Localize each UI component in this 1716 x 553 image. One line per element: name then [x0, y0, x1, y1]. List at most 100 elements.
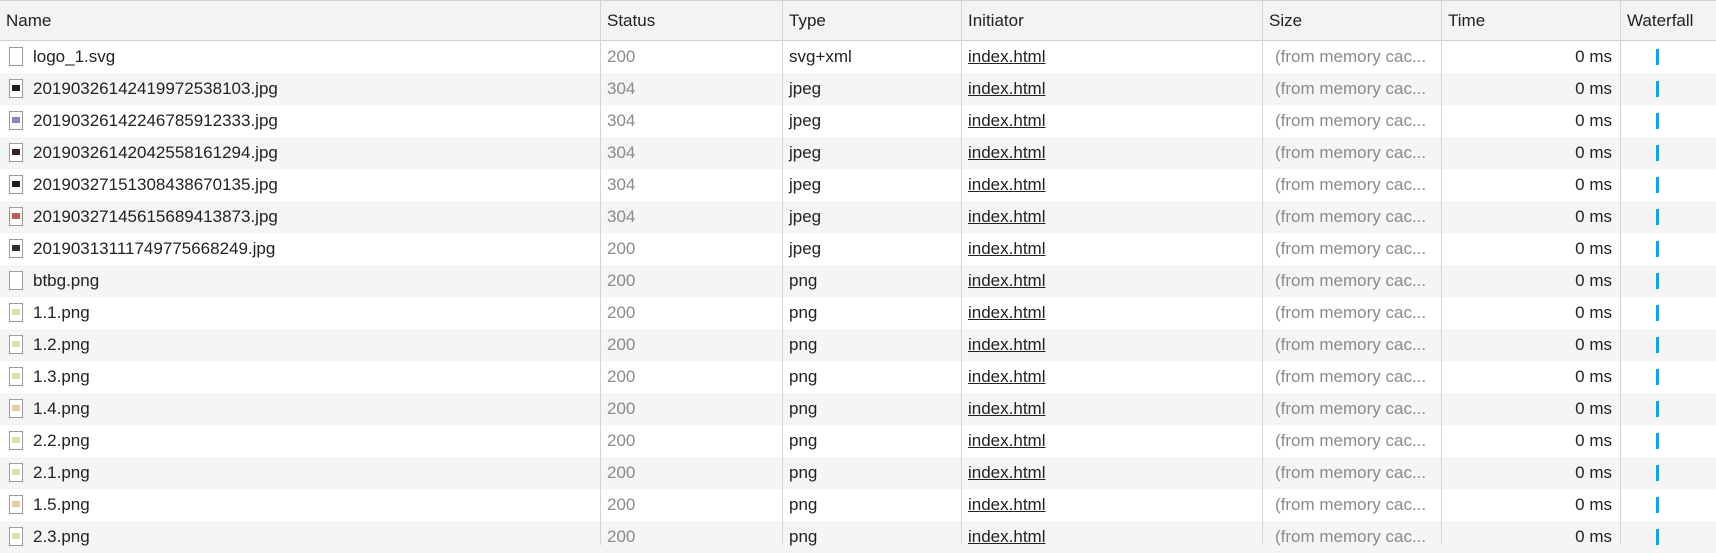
initiator-link[interactable]: index.html [968, 271, 1046, 290]
column-header-name[interactable]: Name [6, 11, 52, 30]
cell-name[interactable]: 1.2.png [0, 329, 600, 361]
cell-size: (from memory cac... [1275, 239, 1427, 258]
image-thumbnail-icon [9, 238, 23, 258]
cell-name[interactable]: 20190326142419972538103.jpg [0, 73, 600, 105]
cell-type: png [789, 431, 818, 450]
cell-initiator: index.html [962, 137, 1262, 169]
column-header-size[interactable]: Size [1269, 11, 1303, 30]
cell-name[interactable]: 20190327145615689413873.jpg [0, 201, 600, 233]
cell-name[interactable]: logo_1.svg [0, 41, 600, 73]
cell-name[interactable]: 2.1.png [0, 457, 600, 489]
column-divider[interactable] [782, 0, 783, 545]
cell-waterfall [1621, 73, 1716, 105]
column-divider[interactable] [961, 0, 962, 545]
cell-waterfall [1621, 329, 1716, 361]
cell-status: 304 [607, 207, 636, 226]
cell-initiator: index.html [962, 41, 1262, 73]
file-name: 20190327151308438670135.jpg [33, 175, 278, 194]
file-name: 20190326142246785912333.jpg [33, 111, 278, 130]
svg-file-icon [9, 46, 23, 66]
column-divider[interactable] [1620, 0, 1621, 545]
initiator-link[interactable]: index.html [968, 431, 1046, 450]
cell-name[interactable]: 1.4.png [0, 393, 600, 425]
column-divider[interactable] [1441, 0, 1442, 545]
column-header-time[interactable]: Time [1448, 11, 1486, 30]
initiator-link[interactable]: index.html [968, 239, 1046, 258]
waterfall-bar [1656, 81, 1659, 97]
cell-initiator: index.html [962, 521, 1262, 553]
initiator-link[interactable]: index.html [968, 143, 1046, 162]
cell-type: jpeg [789, 143, 822, 162]
column-header-status[interactable]: Status [607, 11, 656, 30]
cell-name[interactable]: 2.2.png [0, 425, 600, 457]
column-header-waterfall[interactable]: Waterfall [1627, 11, 1694, 30]
cell-waterfall [1621, 201, 1716, 233]
initiator-link[interactable]: index.html [968, 175, 1046, 194]
cell-type: jpeg [789, 207, 822, 226]
cell-waterfall [1621, 393, 1716, 425]
initiator-link[interactable]: index.html [968, 527, 1046, 546]
initiator-link[interactable]: index.html [968, 367, 1046, 386]
initiator-link[interactable]: index.html [968, 111, 1046, 130]
initiator-link[interactable]: index.html [968, 207, 1046, 226]
image-thumbnail-icon [9, 302, 23, 322]
initiator-link[interactable]: index.html [968, 303, 1046, 322]
cell-name[interactable]: 20190327151308438670135.jpg [0, 169, 600, 201]
cell-initiator: index.html [962, 329, 1262, 361]
column-header-initiator[interactable]: Initiator [968, 11, 1024, 30]
cell-waterfall [1621, 425, 1716, 457]
column-divider[interactable] [600, 0, 601, 545]
cell-name[interactable]: 20190313111749775668249.jpg [0, 233, 600, 265]
initiator-link[interactable]: index.html [968, 335, 1046, 354]
cell-time: 0 ms [1575, 303, 1612, 322]
cell-size: (from memory cac... [1275, 207, 1427, 226]
cell-waterfall [1621, 457, 1716, 489]
cell-initiator: index.html [962, 265, 1262, 297]
cell-size: (from memory cac... [1275, 367, 1427, 386]
cell-name[interactable]: 20190326142042558161294.jpg [0, 137, 600, 169]
cell-waterfall [1621, 137, 1716, 169]
initiator-link[interactable]: index.html [968, 495, 1046, 514]
initiator-link[interactable]: index.html [968, 47, 1046, 66]
initiator-link[interactable]: index.html [968, 79, 1046, 98]
cell-status: 200 [607, 463, 636, 482]
cell-type: png [789, 495, 818, 514]
initiator-link[interactable]: index.html [968, 399, 1046, 418]
cell-type: png [789, 527, 818, 546]
cell-initiator: index.html [962, 457, 1262, 489]
cell-name[interactable]: btbg.png [0, 265, 600, 297]
cell-name[interactable]: 1.3.png [0, 361, 600, 393]
png-file-icon [9, 270, 23, 290]
column-divider[interactable] [1262, 0, 1263, 545]
cell-time: 0 ms [1575, 463, 1612, 482]
cell-name[interactable]: 1.5.png [0, 489, 600, 521]
cell-size: (from memory cac... [1275, 79, 1427, 98]
table-row[interactable]: 20190327145615689413873.jpg 304 jpeg index.… [0, 201, 1716, 233]
initiator-link[interactable]: index.html [968, 463, 1046, 482]
cell-size: (from memory cac... [1275, 111, 1427, 130]
cell-size: (from memory cac... [1275, 495, 1427, 514]
cell-type: svg+xml [789, 47, 852, 66]
cell-status: 200 [607, 335, 636, 354]
cell-name[interactable]: 20190326142246785912333.jpg [0, 105, 600, 137]
cell-name[interactable]: 2.3.png [0, 521, 600, 553]
column-header-type[interactable]: Type [789, 11, 826, 30]
cell-name[interactable]: 1.1.png [0, 297, 600, 329]
cell-status: 200 [607, 271, 636, 290]
cell-type: jpeg [789, 175, 822, 194]
